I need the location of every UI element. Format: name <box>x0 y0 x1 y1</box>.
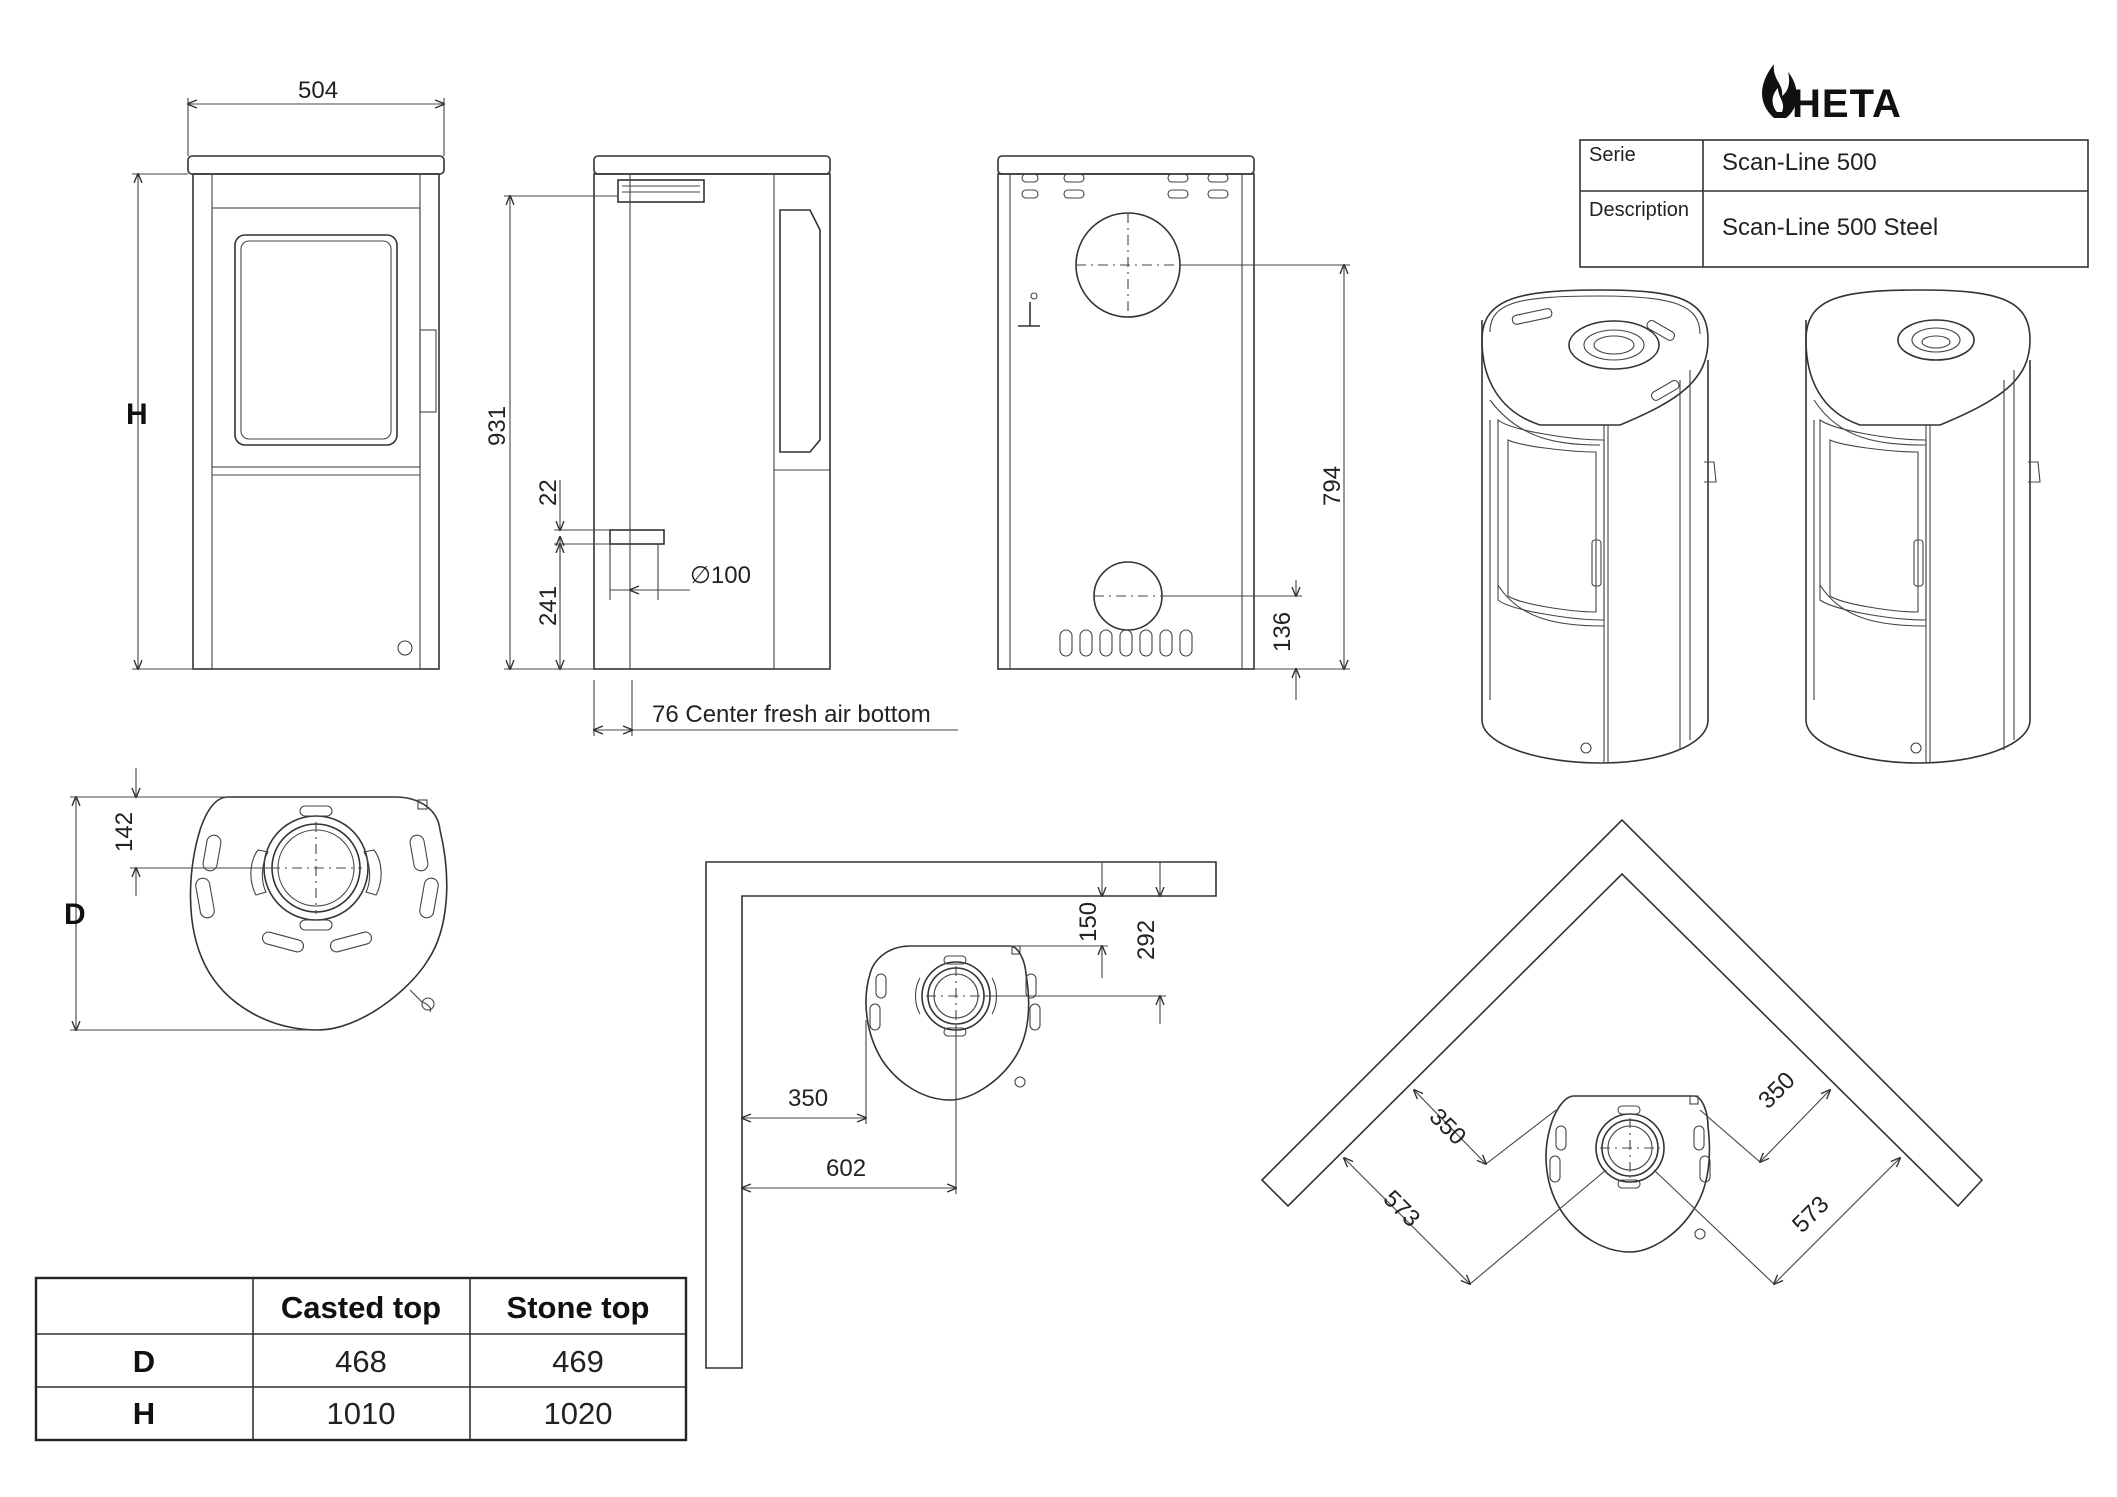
fresh-air-note: 76 Center fresh air bottom <box>652 701 931 728</box>
depth-label: D <box>64 898 86 931</box>
brand-name: HETA <box>1792 82 1902 126</box>
row-label-d: D <box>133 1344 155 1379</box>
corner-view: 350 350 573 573 <box>1260 818 1984 1284</box>
row-label-h: H <box>133 1396 155 1431</box>
dim-241: 241 <box>535 586 562 626</box>
dim-22: 22 <box>535 479 562 506</box>
stove-3d-cast-top <box>1481 289 1717 764</box>
dimension-table: Casted top Stone top D 468 469 H 1010 10… <box>34 1276 688 1442</box>
dim-142: 142 <box>111 812 138 852</box>
dim-350-corner-right: 350 <box>1753 1067 1800 1114</box>
dim-136: 136 <box>1269 612 1296 652</box>
header-stone-top: Stone top <box>507 1290 650 1325</box>
serie-label: Serie <box>1589 144 1636 166</box>
front-view: 504 H <box>126 77 444 669</box>
header-casted-top: Casted top <box>281 1290 441 1325</box>
dim-150: 150 <box>1075 902 1102 942</box>
dim-292: 292 <box>1133 920 1160 960</box>
dim-350-corner-left: 350 <box>1424 1103 1471 1150</box>
dim-350-wall: 350 <box>788 1085 828 1112</box>
top-view: D 142 <box>64 768 448 1030</box>
dim-602-wall: 602 <box>826 1155 866 1182</box>
side-view: 931 22 241 ∅100 76 Center fresh air bott… <box>484 155 958 736</box>
cell-d-stone: 469 <box>552 1344 604 1379</box>
cell-h-stone: 1020 <box>544 1396 613 1431</box>
wall-view: 150 292 350 602 <box>705 861 1217 1369</box>
height-label: H <box>126 398 148 431</box>
flame-icon <box>1762 64 1797 118</box>
back-view: 794 136 <box>997 155 1350 700</box>
serie-value: Scan-Line 500 <box>1722 149 1877 176</box>
brand-logo: HETA <box>1762 64 1902 126</box>
dim-794: 794 <box>1319 466 1346 506</box>
cell-h-casted: 1010 <box>327 1396 396 1431</box>
dim-573-corner-left: 573 <box>1378 1185 1425 1232</box>
description-label: Description <box>1589 199 1689 221</box>
info-table: Serie Scan-Line 500 Description Scan-Lin… <box>1579 139 2089 268</box>
description-value: Scan-Line 500 Steel <box>1722 214 1938 241</box>
width-dimension: 504 <box>298 77 338 104</box>
dim-931: 931 <box>484 406 511 446</box>
dim-diameter: ∅100 <box>690 562 751 589</box>
stove-3d-stone-top <box>1805 289 2041 764</box>
cell-d-casted: 468 <box>335 1344 387 1379</box>
